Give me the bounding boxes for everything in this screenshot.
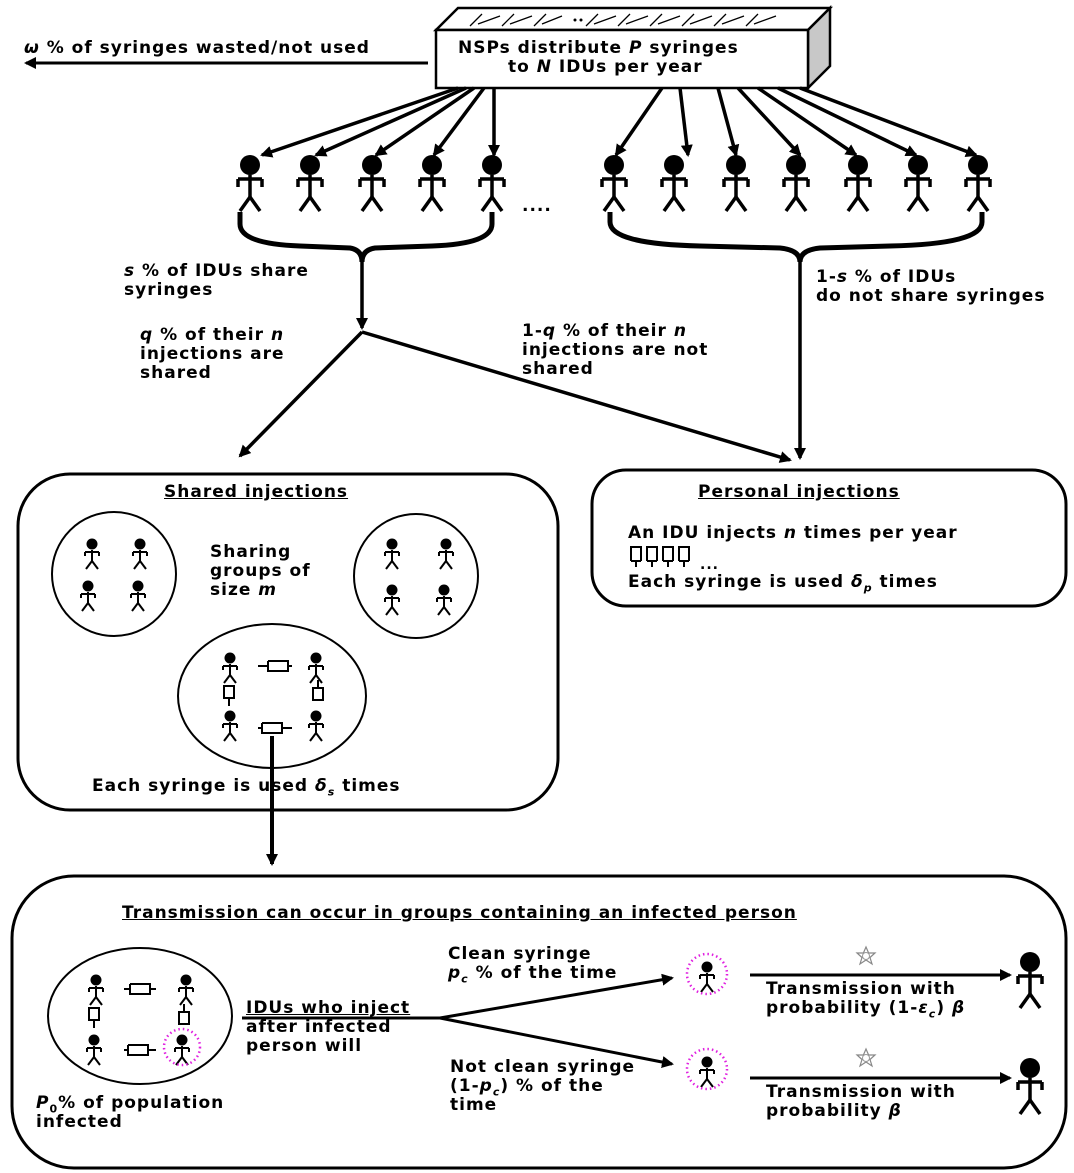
q-notshared-label-3: shared (522, 359, 594, 379)
transmission-box (10, 874, 1068, 1170)
population-label: P0% of population (36, 1093, 225, 1116)
virus-icon (856, 1048, 876, 1067)
shared-syringes (223, 660, 324, 734)
group-syringes (88, 983, 190, 1056)
notclean-label-2: (1-pc) % of the (450, 1076, 604, 1099)
personal-injections-title: Personal injections (698, 482, 900, 502)
personal-dots: ... (700, 557, 719, 573)
idu-person (964, 153, 992, 213)
idu-person (782, 153, 810, 213)
infected-idu (1016, 950, 1044, 1010)
population-label-2: infected (36, 1112, 123, 1132)
nsp-line-2: to N IDUs per year (508, 57, 703, 77)
nsp-line-1: NSPs distribute P syringes (458, 38, 739, 58)
sharing-group-left (51, 511, 177, 637)
infected-ring (162, 1027, 202, 1067)
wasted-label: ω % of syringes wasted/not used (24, 38, 370, 58)
nsp-distribution-box (432, 4, 834, 92)
q-shared-label-3: shared (140, 363, 212, 383)
personal-line-2: Each syringe is used δp times (628, 572, 938, 595)
transmission-title: Transmission can occur in groups contain… (122, 903, 797, 923)
notshared-branch-arrow (361, 330, 792, 463)
idu-row (236, 153, 992, 213)
q-notshared-label: 1-q % of their n (522, 321, 687, 341)
shared-branch-arrow (238, 330, 364, 458)
personal-injections-box (590, 468, 1068, 608)
idu-label-3: person will (246, 1036, 363, 1056)
idu-label-2: after infected (246, 1017, 392, 1037)
syringe-icon (629, 546, 643, 568)
noshare-label-2: do not share syringes (816, 286, 1046, 306)
clean-label-2: pc % of the time (448, 963, 618, 986)
infected-idu (1016, 1056, 1044, 1116)
idu-person (660, 153, 688, 213)
personal-line-1: An IDU injects n times per year (628, 523, 958, 543)
q-shared-label-2: injections are (140, 344, 285, 364)
share-label: s % of IDUs share (124, 261, 309, 281)
idu-person (600, 153, 628, 213)
idu-person (722, 153, 750, 213)
idu-person (236, 153, 264, 213)
share-label-2: syringes (124, 280, 214, 300)
notclean-label-3: time (450, 1095, 498, 1115)
people-ellipsis: .... (522, 196, 552, 216)
distribution-arrows (260, 86, 978, 158)
shared-injections-title: Shared injections (164, 482, 349, 502)
virus-icon (856, 946, 876, 965)
q-shared-label: q % of their n (140, 325, 285, 345)
clean-arrow (439, 973, 674, 1020)
sharing-groups-line-3: size m (210, 580, 278, 600)
share-brace (237, 212, 495, 263)
infected-group-circle (47, 947, 233, 1085)
shared-used-label: Each syringe is used δs times (92, 776, 401, 799)
infected-ring-clean (685, 952, 729, 996)
sharing-groups-line-2: groups of (210, 561, 311, 581)
idu-person (904, 153, 932, 213)
notclean-label-1: Not clean syringe (450, 1057, 636, 1077)
idu-person (478, 153, 506, 213)
idu-person (358, 153, 386, 213)
idu-person (296, 153, 324, 213)
transmission-2-line-1: Transmission with (766, 1082, 956, 1102)
infected-ring-notclean (685, 1047, 729, 1091)
transmission-1-line-1: Transmission with (766, 979, 956, 999)
noshare-brace (607, 212, 985, 263)
idu-person (844, 153, 872, 213)
transmission-1-line-2: probability (1-εc) β (766, 998, 966, 1021)
notclean-arrow (439, 1016, 674, 1068)
noshare-label: 1-s % of IDUs (816, 267, 957, 287)
syringe-icon (677, 546, 691, 568)
clean-label-1: Clean syringe (448, 944, 592, 964)
q-notshared-label-2: injections are not (522, 340, 709, 360)
sharing-group-right (353, 513, 479, 639)
syringe-icon (645, 546, 659, 568)
sharing-groups-line-1: Sharing (210, 542, 292, 562)
idu-label-1: IDUs who inject (246, 998, 411, 1018)
syringe-icon (661, 546, 675, 568)
syringe-stack-lid (469, 13, 777, 27)
transmission-2-line-2: probability β (766, 1101, 902, 1121)
idu-person (418, 153, 446, 213)
shared-injections-box (16, 472, 560, 812)
